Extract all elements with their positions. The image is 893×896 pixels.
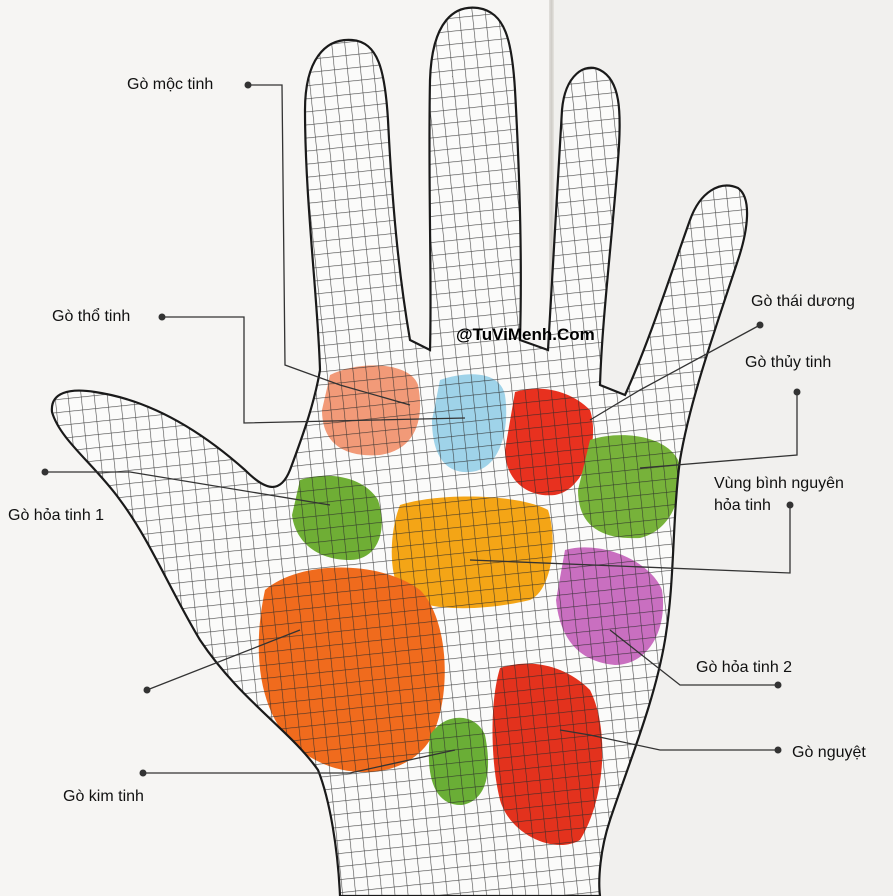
label-go-tho-tinh: Gò thổ tinh	[52, 308, 131, 325]
leader-tho-tinh	[162, 316, 466, 424]
leader-thai-duong	[589, 324, 761, 421]
label-vung-binh-nguyen-line1: Vùng bình nguyên	[714, 475, 844, 492]
label-go-thai-duong: Gò thái dương	[751, 293, 855, 310]
watermark: @TuViMenh.Com	[456, 325, 595, 344]
leader-nguyet	[559, 729, 778, 751]
leader-hoa-tinh-2	[609, 629, 778, 686]
label-go-nguyet: Gò nguyệt	[792, 744, 866, 761]
leader-hoa-tinh-1	[45, 471, 331, 506]
leader-kim-tinh-lower	[143, 749, 456, 774]
leader-kim-tinh-upper	[146, 629, 301, 691]
label-go-thuy-tinh: Gò thủy tinh	[745, 354, 832, 371]
leader-binh-nguyen	[469, 505, 791, 574]
label-go-hoa-tinh-1: Gò hỏa tinh 1	[8, 507, 105, 524]
label-go-kim-tinh: Gò kim tinh	[63, 788, 144, 805]
label-go-hoa-tinh-2: Gò hỏa tinh 2	[696, 659, 793, 676]
leader-moc-tinh	[248, 84, 411, 406]
leader-thuy-tinh	[639, 392, 798, 469]
label-go-moc-tinh: Gò mộc tinh	[127, 76, 214, 93]
label-vung-binh-nguyen-line2: hỏa tinh	[714, 497, 771, 514]
